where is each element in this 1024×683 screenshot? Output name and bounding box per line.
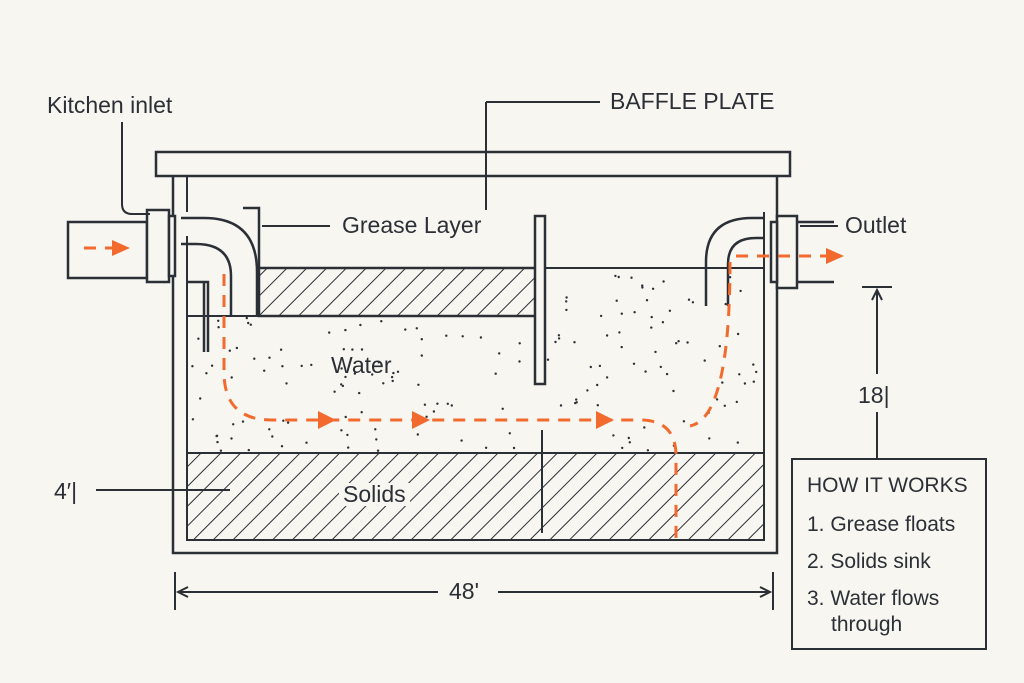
flow-arrowheads	[112, 240, 844, 429]
solids-layer	[186, 452, 765, 541]
solids-label: Solids	[339, 483, 410, 506]
depth-dimension-value: 4′	[54, 478, 72, 504]
tank-walls	[171, 176, 779, 555]
leader-lines	[96, 101, 838, 491]
how-it-works-box: HOW IT WORKS 1. Grease floats 2. Solids …	[791, 458, 987, 650]
grease-layer-label: Grease Layer	[342, 212, 482, 238]
how-it-works-title: HOW IT WORKS	[807, 474, 968, 497]
baffle-plate	[533, 214, 547, 386]
outlet-height-dimension-label: 18|	[858, 382, 890, 408]
depth-dimension-label: 4′|	[54, 478, 78, 504]
outlet-height-dimension-line	[862, 286, 892, 458]
water-region	[191, 274, 758, 452]
inlet-pipe	[66, 206, 261, 352]
width-dimension-line	[174, 572, 774, 610]
baffle-plate-leader	[485, 101, 600, 210]
dimension-lines	[174, 286, 892, 610]
kitchen-inlet-label: Kitchen inlet	[47, 92, 173, 118]
tank-lid	[154, 150, 792, 178]
step-3: 3. Water flows through	[807, 587, 940, 637]
outlet-pipe	[704, 214, 834, 306]
flow-path	[84, 246, 832, 540]
kitchen-inlet-leader	[121, 122, 150, 215]
width-dimension-label: 48'	[449, 578, 479, 604]
step-2: 2. Solids sink	[807, 550, 931, 573]
baffle-plate-label: BAFFLE PLATE	[610, 88, 775, 114]
step-1: 1. Grease floats	[807, 513, 956, 536]
outlet-label: Outlet	[845, 212, 907, 238]
grease-layer	[257, 266, 539, 318]
outlet-height-dimension-value: 18	[858, 382, 884, 408]
water-label: Water	[331, 352, 392, 378]
